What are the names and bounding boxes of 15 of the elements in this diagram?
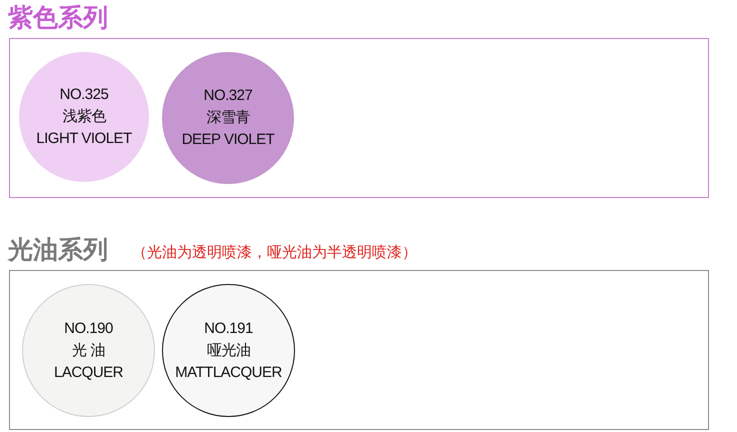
series-heading: 光油系列 bbox=[8, 235, 108, 265]
code-text: NO.325 bbox=[60, 85, 108, 105]
code-text: NO.327 bbox=[204, 86, 252, 106]
chinese-name: 哑光油 bbox=[206, 340, 250, 360]
english-name: LACQUER bbox=[54, 362, 124, 382]
chinese-name: 深雪青 bbox=[206, 108, 250, 128]
chinese-name: 光 油 bbox=[72, 340, 105, 360]
english-name: DEEP VIOLET bbox=[182, 130, 274, 150]
english-name: MATTLACQUER bbox=[175, 362, 282, 382]
note-text: （光油为透明喷漆，哑光油为半透明喷漆） bbox=[132, 242, 417, 262]
series-heading: 紫色系列 bbox=[8, 3, 108, 33]
chinese-name: 浅紫色 bbox=[62, 107, 106, 127]
code-text: NO.191 bbox=[204, 318, 253, 338]
english-name: LIGHT VIOLET bbox=[36, 129, 132, 149]
code-text: NO.190 bbox=[64, 318, 113, 338]
